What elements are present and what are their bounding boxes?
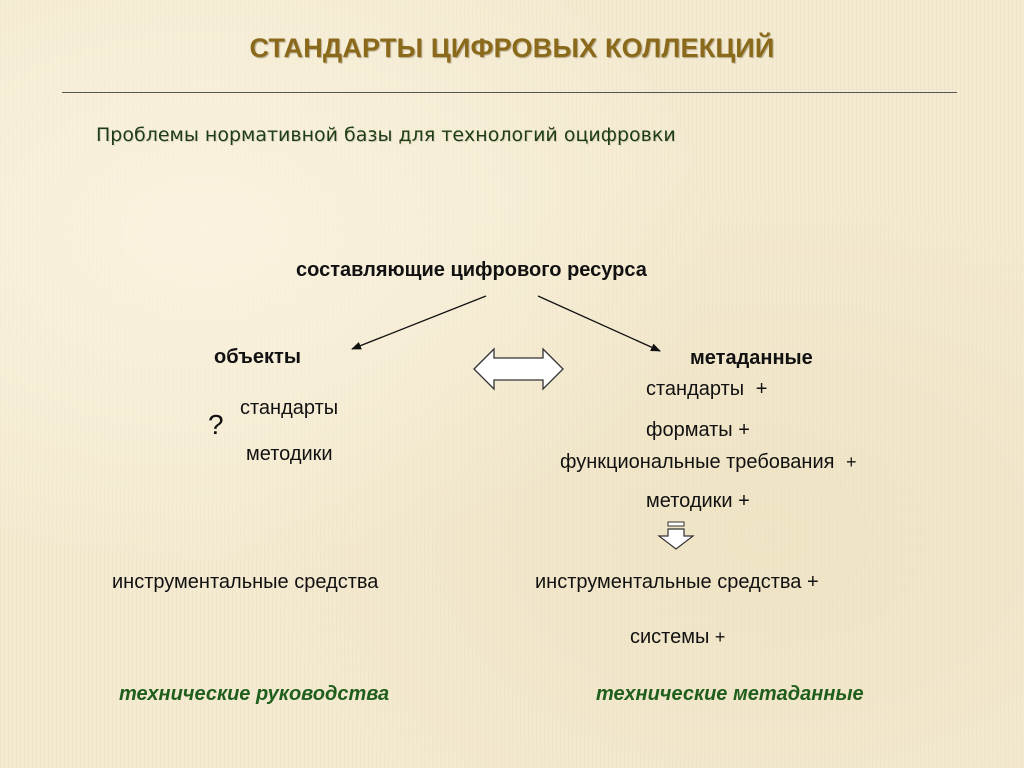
question-mark: ? [208,409,224,440]
objects-heading: объекты [214,346,301,368]
title-divider [62,92,957,93]
arrow-to-objects [351,295,487,350]
plus-mark: + [738,419,750,441]
plus-mark: + [755,378,768,400]
metadata-item-methods: методики + [646,490,750,513]
double-arrow-icon [473,347,564,391]
metadata-item-label: стандарты [646,378,745,400]
plus-mark: + [738,490,750,512]
systems-text: системы [630,626,710,648]
arrow-to-metadata [537,295,661,352]
objects-item-methods: методики [246,443,333,465]
slide-title: СТАНДАРТЫ ЦИФРОВЫХ КОЛЛЕКЦИЙ [249,33,775,63]
objects-item-standards: стандарты [240,397,339,419]
metadata-heading: метаданные [690,347,813,369]
right-tools-text: инструментальные средства [535,571,802,593]
metadata-item-label: методики [646,490,733,512]
plus-mark: + [846,452,857,472]
left-tools-label: инструментальные средства [112,571,379,593]
slide-subtitle: Проблемы нормативной базы для технологий… [96,124,676,146]
metadata-item-label: функциональные требования [560,451,835,473]
right-tools-label: инструментальные средства + [535,571,819,594]
plus-mark: + [714,627,726,647]
systems-label: системы + [630,626,725,649]
plus-mark: + [806,571,819,593]
metadata-item-functional-requirements: функциональные требования + [560,451,857,474]
metadata-item-formats: форматы + [646,419,750,442]
technical-guides-label: технические руководства [119,683,390,705]
technical-metadata-label: технические метаданные [596,683,864,705]
metadata-item-label: форматы [646,419,733,441]
diagram-root-label: составляющие цифрового ресурса [296,259,647,281]
metadata-item-standards: стандарты + [646,378,767,401]
down-arrow-icon [657,521,695,550]
